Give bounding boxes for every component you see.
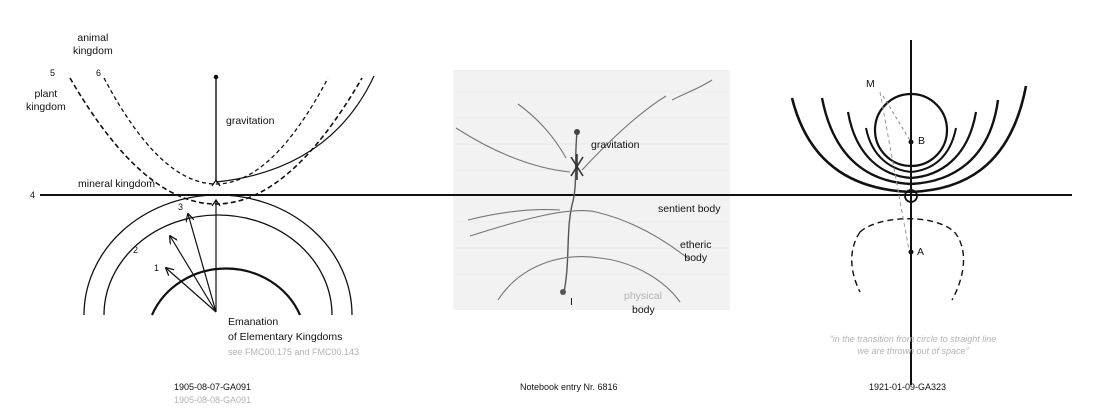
sketch-stem	[563, 132, 578, 293]
right-cup-outer	[790, 85, 1028, 194]
right-circle-M	[873, 92, 949, 168]
sketch-left-upper	[455, 127, 571, 173]
sketch-cross	[570, 154, 584, 180]
sketch-lower-left	[467, 208, 561, 221]
ray-2	[170, 236, 217, 313]
label-num-2: 2	[133, 245, 139, 255]
right-dash-MB	[882, 95, 912, 143]
label-I: I	[570, 296, 573, 308]
right-dot-A	[908, 249, 914, 255]
label-animal-kingdom: animal kingdom	[73, 32, 113, 57]
arc-outer-right	[215, 75, 375, 183]
sketch-top-dot	[574, 129, 580, 135]
notebook-ruling	[455, 91, 728, 275]
sketch-etheric	[469, 210, 691, 261]
caption-middle: Notebook entry Nr. 6816	[520, 382, 618, 392]
caption-left-sub: 1905-08-08-GA091	[174, 395, 252, 405]
sketch-bottom-dot	[560, 289, 566, 295]
right-lower-circle-left	[851, 231, 861, 293]
right-cup-2	[820, 97, 1000, 186]
arc-2	[103, 214, 333, 316]
label-A: A	[917, 246, 925, 258]
arc-1	[150, 267, 302, 316]
sketch-top-left	[517, 103, 567, 159]
label-plant-kingdom: plant kingdom	[26, 88, 66, 113]
ray-3	[188, 214, 217, 313]
label-emanation-2: of Elementary Kingdoms	[228, 331, 343, 343]
caption-left: 1905-08-07-GA091	[174, 382, 252, 392]
label-gravitation-middle: gravitation	[591, 139, 640, 151]
ray-1	[166, 268, 217, 313]
label-physical: physical	[624, 290, 662, 302]
right-center-circle	[904, 189, 918, 203]
label-B: B	[918, 135, 926, 147]
label-M: M	[866, 78, 875, 90]
right-dot-B	[908, 139, 914, 145]
right-lower-circle	[859, 218, 965, 301]
label-num-6: 6	[96, 68, 102, 78]
label-num-1: 1	[154, 263, 160, 273]
quote-line-1: “in the transition from circle to straig…	[829, 334, 997, 344]
right-diagram	[790, 40, 1028, 385]
quote-line-2: we are thrown out of space”	[857, 346, 969, 356]
notebook-scan	[453, 70, 730, 310]
right-cup-3	[846, 111, 978, 180]
caption-right: 1921-01-09-GA323	[869, 382, 947, 392]
label-num-4: 4	[30, 190, 36, 200]
label-gravitation-left: gravitation	[226, 115, 275, 127]
sketch-top-right	[671, 79, 713, 101]
right-cup-4	[865, 127, 957, 174]
middle-diagram	[455, 79, 713, 303]
sketch-right-upper	[581, 95, 667, 171]
label-emanation-1: Emanation	[228, 316, 279, 328]
arc-6-animal	[103, 77, 329, 185]
right-dash-M	[879, 91, 910, 251]
label-body: body	[632, 304, 655, 316]
arrow-up-1	[211, 178, 221, 187]
left-diagram	[69, 74, 375, 316]
sketch-physical-arc	[497, 256, 681, 303]
label-sentient-body: sentient body	[658, 203, 721, 215]
label-mineral-kingdom: mineral kingdom	[78, 178, 156, 190]
label-num-3: 3	[178, 202, 184, 212]
arc-3	[83, 194, 353, 316]
label-etheric-body: etheric body	[680, 239, 712, 264]
label-see-ref: see FMC00.175 and FMC00.143	[228, 347, 360, 357]
gravitation-top-dot	[213, 74, 219, 80]
label-num-5: 5	[50, 68, 56, 78]
